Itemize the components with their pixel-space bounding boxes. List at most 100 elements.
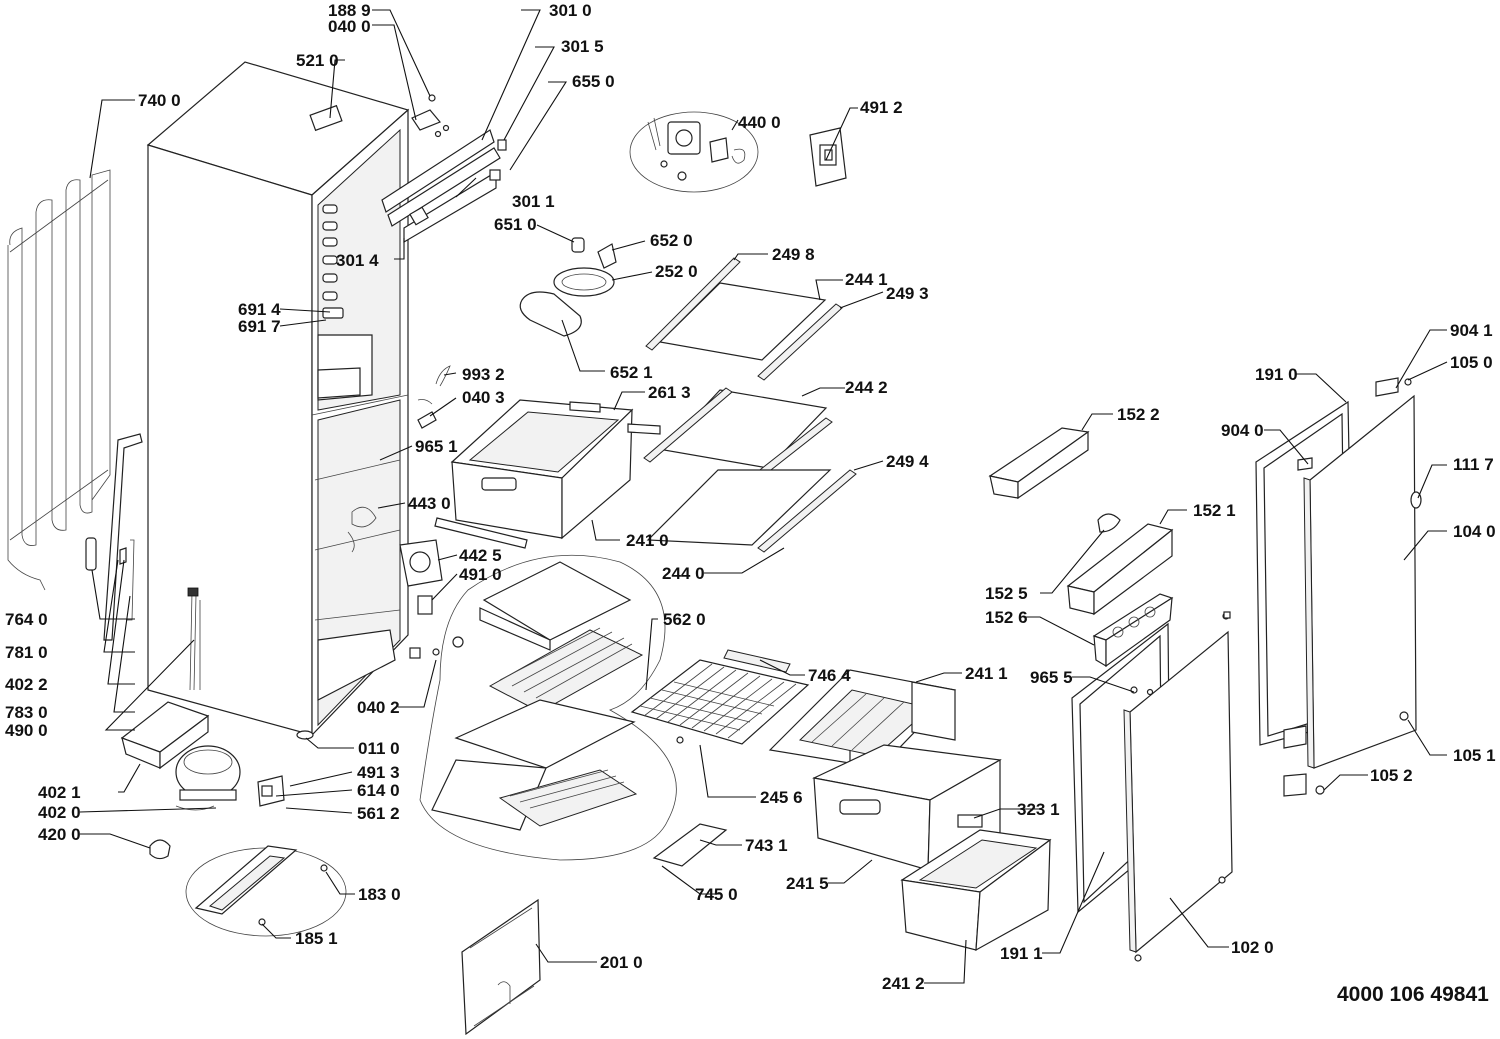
control-panel [381,129,507,244]
part-label-442-5: 442 5 [459,546,502,565]
clip-part [149,839,171,860]
part-label-188-9: 188 9 [328,1,371,20]
part-label-249-3: 249 3 [886,284,929,303]
part-label-402-0: 402 0 [38,803,81,822]
part-label-965-1: 965 1 [415,437,458,456]
fridge-door [1283,377,1422,797]
part-label-745-0: 745 0 [695,885,738,904]
part-label-040-0: 040 0 [328,17,371,36]
part-label-201-0: 201 0 [600,953,643,972]
part-label-301-4: 301 4 [336,251,379,270]
part-label-152-2: 152 2 [1117,405,1160,424]
part-label-420-0: 420 0 [38,825,81,844]
part-label-562-0: 562 0 [663,610,706,629]
part-label-402-1: 402 1 [38,783,81,802]
freezer-drawer-bottom [900,829,1052,952]
egg-tray [1092,593,1174,668]
part-label-105-0: 105 0 [1450,353,1493,372]
part-label-244-0: 244 0 [662,564,705,583]
part-label-244-2: 244 2 [845,378,888,397]
part-label-904-1: 904 1 [1450,321,1493,340]
part-label-491-3: 491 3 [357,763,400,782]
crisper-drawer [434,399,661,549]
document-code: 4000 106 49841 [1337,983,1489,1006]
part-label-652-1: 652 1 [610,363,653,382]
part-label-301-1: 301 1 [512,192,555,211]
glass-shelves [643,257,857,553]
rail-assembly [185,845,347,937]
part-label-691-4: 691 4 [238,300,281,319]
thermostat-assembly [629,111,759,193]
part-label-261-3: 261 3 [648,383,691,402]
part-label-781-0: 781 0 [5,643,48,662]
drain-tube [85,433,143,641]
cabinet-body [146,61,410,740]
part-label-651-0: 651 0 [494,215,537,234]
part-label-652-0: 652 0 [650,231,693,250]
part-label-521-0: 521 0 [296,51,339,70]
cover-plate [809,127,847,187]
relay-box [257,775,285,807]
part-label-191-0: 191 0 [1255,365,1298,384]
part-label-040-3: 040 3 [462,388,505,407]
part-label-965-5: 965 5 [1030,668,1073,687]
part-label-183-0: 183 0 [358,885,401,904]
part-label-440-0: 440 0 [738,113,781,132]
part-label-655-0: 655 0 [572,72,615,91]
rear-cover [461,898,541,1036]
part-label-491-0: 491 0 [459,565,502,584]
door-shelf-middle [1066,513,1174,616]
part-label-490-0: 490 0 [5,721,48,740]
part-label-185-1: 185 1 [295,929,338,948]
leader-lines [79,9,1448,984]
part-label-904-0: 904 0 [1221,421,1264,440]
part-label-743-1: 743 1 [745,836,788,855]
part-label-402-2: 402 2 [5,675,48,694]
lamp-assembly [519,237,617,337]
evaporator-group [419,554,677,861]
part-label-241-5: 241 5 [786,874,829,893]
part-label-102-0: 102 0 [1231,938,1274,957]
part-labels: 188 9 040 0 301 0 301 5 655 0 521 0 740 … [5,1,1496,1006]
part-label-783-0: 783 0 [5,703,48,722]
part-label-491-2: 491 2 [860,98,903,117]
part-label-323-1: 323 1 [1017,800,1060,819]
part-label-191-1: 191 1 [1000,944,1043,963]
freezer-door [1123,612,1233,962]
top-hinge [411,94,450,138]
part-label-011-0: 011 0 [358,739,400,758]
part-label-152-6: 152 6 [985,608,1028,627]
fan-assembly [347,506,443,615]
power-cord [187,587,201,691]
part-label-691-7: 691 7 [238,317,281,336]
part-label-111-7: 111 7 [1453,455,1494,474]
part-label-241-2: 241 2 [882,974,925,993]
part-label-040-2: 040 2 [357,698,400,717]
part-label-252-0: 252 0 [655,262,698,281]
part-label-993-2: 993 2 [462,365,505,384]
part-label-614-0: 614 0 [357,781,400,800]
part-label-249-8: 249 8 [772,245,815,264]
door-shelf-top [988,427,1090,500]
part-label-561-2: 561 2 [357,804,400,823]
compressor-tray [120,701,210,770]
part-label-104-0: 104 0 [1453,522,1496,541]
bracket [652,823,728,867]
wire-shelf [630,649,810,745]
part-label-241-1: 241 1 [965,664,1008,683]
part-label-249-4: 249 4 [886,452,929,471]
part-label-245-6: 245 6 [760,788,803,807]
part-label-301-5: 301 5 [561,37,604,56]
part-label-105-1: 105 1 [1453,746,1496,765]
small-fittings [409,611,1231,696]
freezer-drawer-middle [812,744,1002,871]
part-label-301-0: 301 0 [549,1,592,20]
compressor [175,745,241,811]
part-label-746-4: 746 4 [808,666,851,685]
part-label-764-0: 764 0 [5,610,48,629]
part-label-443-0: 443 0 [408,494,451,513]
part-label-244-1: 244 1 [845,270,888,289]
part-label-740-0: 740 0 [138,91,181,110]
part-label-152-1: 152 1 [1193,501,1236,520]
